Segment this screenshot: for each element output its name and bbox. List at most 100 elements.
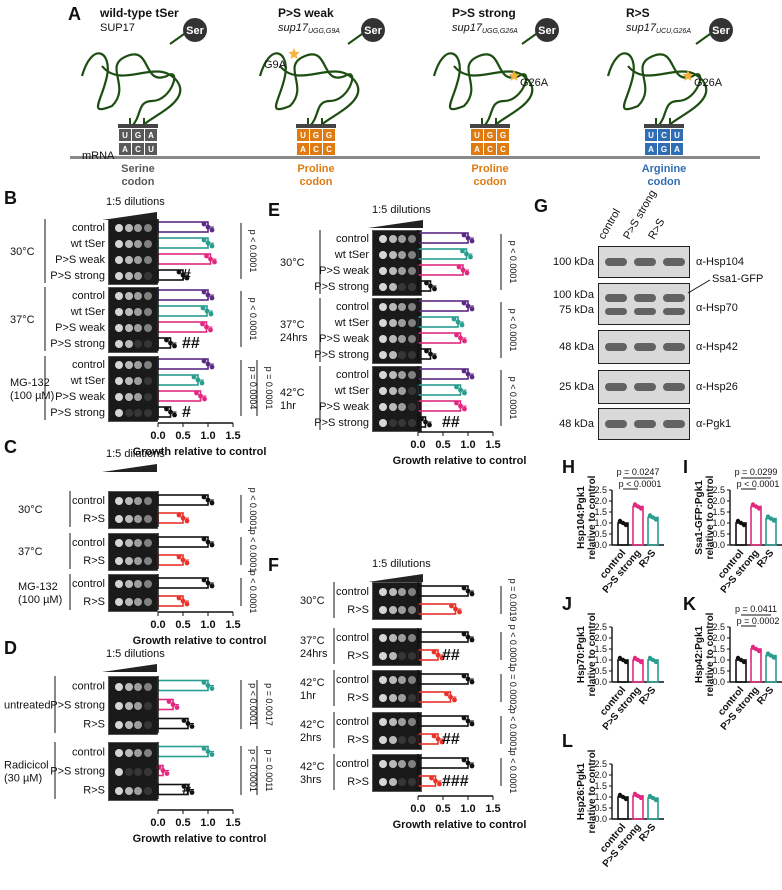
growth-bar bbox=[157, 358, 209, 370]
yeast-spot bbox=[398, 267, 406, 275]
yeast-spot bbox=[143, 720, 152, 729]
codon-box bbox=[297, 143, 309, 155]
condition-label: 30°C bbox=[10, 246, 35, 258]
yeast-spot bbox=[143, 361, 152, 369]
yeast-spot bbox=[134, 240, 142, 248]
ssa1-gfp-label: Ssa1-GFP bbox=[712, 273, 763, 285]
yeast-spot bbox=[115, 361, 123, 369]
yeast-spot bbox=[379, 235, 387, 243]
yeast-spot bbox=[388, 371, 397, 379]
growth-bar bbox=[157, 390, 202, 402]
y-axis-title: relative to control bbox=[705, 475, 716, 559]
y-tick-label: 2.5 bbox=[594, 622, 607, 632]
yeast-spot bbox=[398, 371, 406, 379]
data-point bbox=[181, 718, 187, 723]
quant-bar bbox=[632, 505, 644, 546]
yeast-spot bbox=[398, 403, 406, 411]
data-point bbox=[469, 637, 475, 643]
data-point bbox=[176, 595, 182, 601]
protein-band bbox=[605, 343, 627, 351]
codon-base: C bbox=[500, 145, 506, 154]
ser-label: Ser bbox=[186, 25, 204, 37]
data-point bbox=[176, 554, 182, 560]
data-point bbox=[461, 232, 467, 238]
strain-label: control bbox=[336, 369, 369, 381]
codon-word: codon bbox=[648, 176, 681, 188]
data-point bbox=[454, 332, 459, 338]
y-tick-label: 2.0 bbox=[594, 633, 607, 643]
anticodon-base: A bbox=[148, 131, 154, 140]
codon-box bbox=[310, 143, 322, 155]
data-point bbox=[771, 518, 777, 523]
yeast-spot bbox=[143, 340, 152, 348]
yeast-spot bbox=[115, 308, 123, 316]
y-tick-label: 0.0 bbox=[712, 677, 725, 687]
y-tick-label: 0.5 bbox=[594, 666, 607, 676]
y-axis-title: relative to control bbox=[587, 612, 598, 696]
x-tick-label: 0.5 bbox=[435, 439, 450, 451]
condition-label: 42°C bbox=[300, 761, 325, 773]
anticodon-base: U bbox=[648, 131, 654, 140]
x-tick-label: 1.5 bbox=[225, 430, 240, 442]
yeast-spot bbox=[388, 387, 397, 395]
dilution-label: 1:5 dilutions bbox=[372, 204, 431, 216]
ssa1-pointer bbox=[687, 279, 711, 294]
p-value: p < 0.0001 bbox=[737, 479, 780, 489]
yeast-spot bbox=[398, 718, 406, 726]
y-tick-label: 2.0 bbox=[712, 496, 725, 506]
yeast-spot bbox=[398, 283, 406, 291]
data-point bbox=[432, 286, 437, 292]
yeast-spot bbox=[134, 786, 142, 795]
y-tick-label: 0.5 bbox=[712, 666, 725, 676]
yeast-spot bbox=[379, 652, 387, 660]
strain-label: wt tSer bbox=[334, 249, 370, 261]
y-tick-label: 0.0 bbox=[594, 677, 607, 687]
condition-label: 37°C bbox=[300, 635, 325, 647]
codon-word: codon bbox=[474, 176, 507, 188]
protein-band bbox=[663, 420, 685, 428]
yeast-spot bbox=[388, 778, 397, 786]
spot-plate bbox=[372, 230, 422, 296]
antibody-label: α-Hsp42 bbox=[696, 341, 738, 353]
codon-base: U bbox=[148, 145, 154, 154]
anticodon-box bbox=[297, 129, 309, 141]
yeast-spot bbox=[134, 292, 142, 300]
dilution-wedge bbox=[102, 464, 157, 472]
data-point bbox=[469, 721, 475, 727]
y-axis-title: Hsp42:Pgk1 bbox=[694, 625, 705, 683]
y-tick-label: 1.5 bbox=[594, 781, 607, 791]
protein-band bbox=[663, 294, 685, 302]
yeast-spot bbox=[407, 760, 416, 768]
trna-acceptor bbox=[169, 33, 185, 45]
yeast-spot bbox=[398, 319, 406, 327]
strain-label: P>S strong bbox=[314, 417, 369, 429]
data-point bbox=[756, 506, 762, 511]
yeast-spot bbox=[134, 515, 142, 523]
data-point bbox=[469, 238, 475, 244]
data-point bbox=[638, 795, 644, 801]
protein-band bbox=[634, 383, 656, 391]
data-point bbox=[209, 542, 215, 548]
yeast-spot bbox=[115, 256, 123, 264]
codon-box bbox=[471, 143, 483, 155]
condition-label: 30°C bbox=[18, 504, 43, 516]
yeast-spot bbox=[115, 240, 123, 248]
anticodon-base: G bbox=[500, 131, 506, 140]
yeast-spot bbox=[143, 539, 152, 547]
panel-label-e: E bbox=[268, 200, 281, 220]
p-value: p < 0.0001 bbox=[248, 683, 258, 726]
ser-label: Ser bbox=[712, 25, 730, 37]
codon-base: C bbox=[135, 145, 141, 154]
strain-label: P>S weak bbox=[319, 265, 369, 277]
strain-label: P>S weak bbox=[319, 401, 369, 413]
yeast-spot bbox=[134, 393, 142, 401]
ser-circle bbox=[535, 18, 559, 42]
panel-label-l: L bbox=[562, 731, 573, 751]
yeast-spot bbox=[143, 409, 152, 417]
y-tick-label: 0.0 bbox=[712, 540, 725, 550]
data-point bbox=[191, 374, 197, 380]
ser-circle bbox=[183, 18, 207, 42]
yeast-spot bbox=[407, 303, 416, 311]
data-point bbox=[201, 536, 207, 542]
data-point bbox=[201, 358, 207, 364]
